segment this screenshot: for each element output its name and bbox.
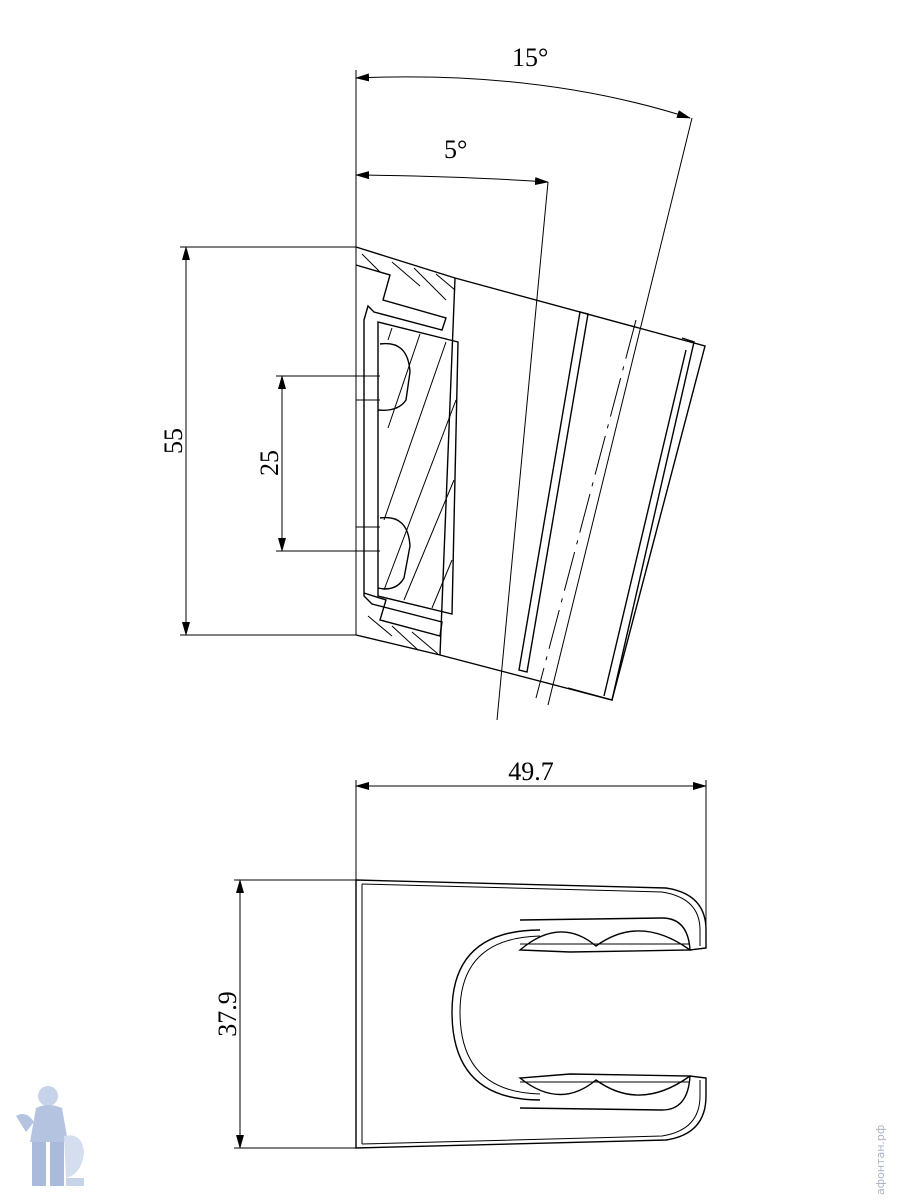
dim-55-label: 55 bbox=[159, 428, 188, 454]
groove-right-outer bbox=[567, 337, 695, 701]
angle-15-label: 15° bbox=[512, 43, 548, 72]
side-section-view: 15° 5° 55 25 bbox=[159, 43, 706, 721]
front-inner-bottom bbox=[361, 1080, 701, 1145]
clip-opening-inner bbox=[459, 935, 541, 1095]
groove-right-inner bbox=[603, 349, 687, 697]
front-view: 49.7 37.9 bbox=[213, 757, 707, 1149]
clip-channel-section bbox=[355, 264, 447, 637]
upper-bead-profile bbox=[518, 930, 693, 953]
angle-15-dimension-arc bbox=[355, 73, 691, 119]
dim-25-label: 25 bbox=[255, 450, 284, 476]
dim-379-label: 37.9 bbox=[213, 991, 242, 1037]
wall-stubs bbox=[356, 375, 380, 552]
angle-5-label: 5° bbox=[444, 135, 467, 164]
watermark-text: афонтан.рф bbox=[874, 1124, 887, 1195]
lower-bead-profile bbox=[518, 1073, 693, 1096]
angle-5-extension-line bbox=[496, 181, 549, 721]
upper-pocket bbox=[377, 342, 411, 411]
plumber-mascot-icon bbox=[16, 1086, 84, 1186]
angle-5-dimension-arc bbox=[355, 171, 549, 186]
groove-left bbox=[518, 311, 589, 673]
dim-497-label: 49.7 bbox=[508, 757, 554, 786]
section-hatching bbox=[361, 253, 457, 655]
holder-body-outline bbox=[355, 246, 706, 701]
cylinder-center-axis bbox=[535, 319, 637, 699]
lower-pocket bbox=[377, 516, 411, 590]
insert-block-section bbox=[377, 321, 459, 615]
front-inner-top bbox=[361, 883, 701, 946]
angle-15-extension-line bbox=[547, 117, 693, 706]
front-outline-top bbox=[355, 879, 707, 951]
front-outline-bottom bbox=[355, 880, 707, 1149]
clip-opening-outer bbox=[451, 929, 541, 1101]
